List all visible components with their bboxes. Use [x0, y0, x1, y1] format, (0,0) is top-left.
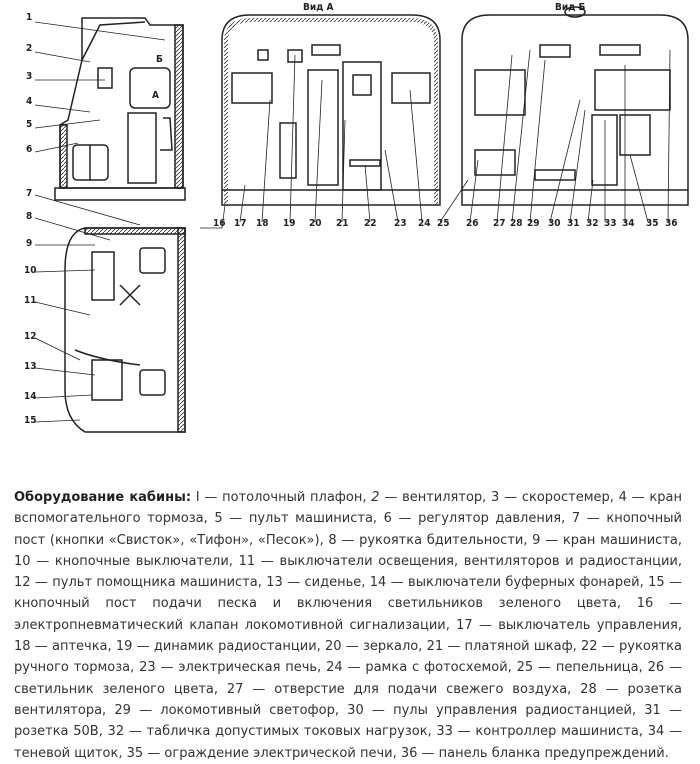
callout: 3 [26, 71, 32, 82]
callout: 4 [26, 96, 32, 107]
arrow-label-a: А [152, 90, 159, 101]
callout: 23 [394, 218, 407, 229]
view-b-label: Вид Б [555, 2, 586, 13]
callout: 11 [24, 295, 37, 306]
cab-equipment-drawing: Вид А Вид Б 1 2 3 4 5 6 7 8 9 10 11 12 1… [24, 2, 689, 433]
side-section-view [54, 17, 186, 201]
callout: 17 [234, 218, 247, 229]
callout: 5 [26, 119, 32, 130]
callout: 30 [548, 218, 561, 229]
callout: 34 [622, 218, 635, 229]
leader-lines [34, 21, 671, 423]
callout: 32 [586, 218, 599, 229]
callout: 25 [437, 218, 450, 229]
callout: 14 [24, 391, 37, 402]
callout: 9 [26, 238, 32, 249]
callout: 12 [24, 331, 37, 342]
plan-view [64, 227, 186, 433]
caption-title: Оборудование кабины: [14, 490, 192, 505]
callout: 6 [26, 144, 32, 155]
callout: 28 [510, 218, 523, 229]
caption-text: — вентилятор, 3 — скоростемер, 4 — кран … [14, 490, 683, 761]
callout: 29 [527, 218, 540, 229]
view-a [221, 14, 441, 206]
callout: 7 [26, 188, 32, 199]
view-b [461, 6, 689, 206]
callout: 21 [336, 218, 349, 229]
callout: 16 [213, 218, 226, 229]
callout: 18 [256, 218, 269, 229]
callout: 35 [646, 218, 659, 229]
callout-labels: 1 2 3 4 5 6 7 8 9 10 11 12 13 14 15 16 1… [24, 12, 678, 426]
caption-item-1: I — потолочный плафон, [191, 490, 372, 505]
callout: 26 [466, 218, 479, 229]
callout: 19 [283, 218, 296, 229]
callout: 8 [26, 211, 32, 222]
callout: 24 [418, 218, 431, 229]
callout: 10 [24, 265, 37, 276]
callout: 36 [665, 218, 678, 229]
callout: 13 [24, 361, 37, 372]
callout: 1 [26, 12, 32, 23]
arrow-label-b: Б [156, 54, 163, 65]
view-a-label: Вид А [303, 2, 334, 13]
callout: 2 [26, 43, 32, 54]
callout: 22 [364, 218, 377, 229]
caption: Оборудование кабины: I — потолочный плаф… [14, 487, 682, 764]
callout: 15 [24, 415, 37, 426]
callout: 31 [567, 218, 580, 229]
callout: 27 [493, 218, 506, 229]
callout: 33 [604, 218, 617, 229]
callout: 20 [309, 218, 322, 229]
caption-item-2-number: 2 [371, 490, 380, 505]
